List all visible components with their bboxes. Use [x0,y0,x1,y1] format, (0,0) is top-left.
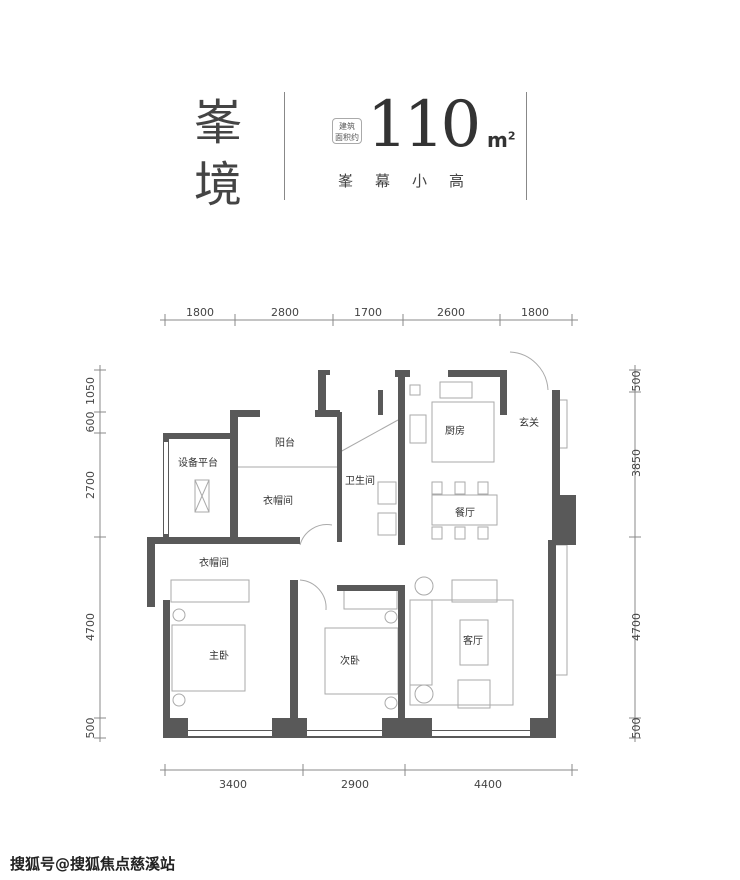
room-foyer: 玄关 [519,416,539,429]
dim-right: 3850 [630,449,643,477]
dim-bottom: 4400 [474,778,502,791]
area-unit: m2 [487,128,516,152]
room-living: 客厅 [463,634,483,647]
room-closet-upper: 衣帽间 [263,494,293,507]
project-name: 峯境 [193,95,242,213]
room-equipment-platform: 设备平台 [178,456,218,469]
dim-left: 4700 [84,613,97,641]
room-closet-master: 衣帽间 [199,556,229,569]
room-dining: 餐厅 [455,506,475,519]
dim-left: 2700 [84,471,97,499]
windows [164,442,530,736]
room-bathroom: 卫生间 [345,474,375,487]
dim-right: 500 [630,371,643,392]
area-badge-line: 面积约 [335,133,359,142]
dim-top: 2600 [437,306,465,319]
room-second-bedroom: 次卧 [340,654,360,667]
dimension-labels: 1800 2800 1700 2600 1800 3400 2900 4400 … [84,306,643,791]
room-kitchen: 厨房 [445,424,465,437]
dim-right: 500 [630,718,643,739]
divider [526,92,527,200]
dim-top: 2800 [271,306,299,319]
dimension-lines [94,314,641,776]
dim-top: 1800 [186,306,214,319]
area-badge-line: 建筑 [339,122,355,131]
watermark: 搜狐号@搜狐焦点慈溪站 [10,855,176,873]
room-balcony: 阳台 [275,436,295,449]
dim-bottom: 2900 [341,778,369,791]
dim-top: 1800 [521,306,549,319]
unit-m: m [487,128,508,152]
unit-sup: 2 [507,129,516,143]
room-master-bedroom: 主卧 [209,649,229,662]
walls [147,370,576,738]
dim-left: 600 [84,412,97,433]
divider [284,92,285,200]
dim-left: 1050 [84,377,97,405]
dim-top: 1700 [354,306,382,319]
room-labels: 设备平台 阳台 衣帽间 卫生间 厨房 玄关 餐厅 衣帽间 主卧 次卧 客厅 [178,416,539,667]
dim-bottom: 3400 [219,778,247,791]
dim-right: 4700 [630,613,643,641]
dim-left: 500 [84,718,97,739]
area-badge: 建筑 面积约 [332,118,362,144]
area-value: 110 [367,88,481,162]
unit-type: 峯幕小高 [338,172,487,190]
